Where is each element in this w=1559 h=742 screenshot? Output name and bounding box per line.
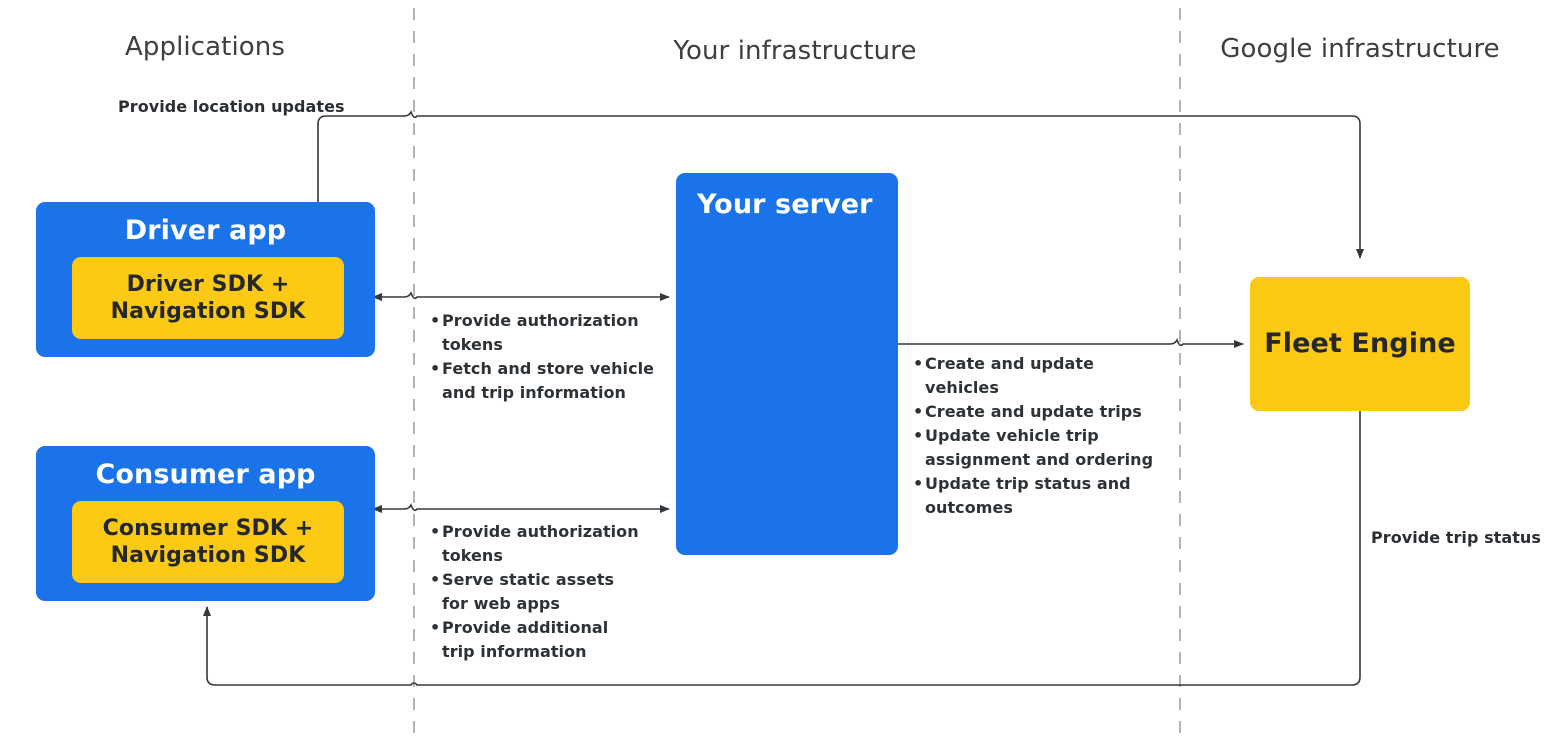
node-fleet-engine-title: Fleet Engine bbox=[1264, 327, 1456, 359]
consumer-sdk-line-1: Consumer SDK + bbox=[102, 515, 314, 541]
bullets-driver-server: Provide authorization tokens Fetch and s… bbox=[430, 309, 655, 405]
list-item: Create and update vehicles bbox=[913, 352, 1161, 400]
driver-sdk-line-2: Navigation SDK bbox=[110, 299, 306, 324]
list-item: Fetch and store vehicle and trip informa… bbox=[430, 357, 655, 405]
bullets-consumer-server: Provide authorization tokens Serve stati… bbox=[430, 520, 645, 664]
list-item: Update trip status and outcomes bbox=[913, 472, 1161, 520]
driver-sdk-line-1: Driver SDK + bbox=[126, 271, 290, 297]
node-consumer-app[interactable]: Consumer app Consumer SDK + Navigation S… bbox=[36, 446, 375, 601]
edge-server-fleet-engine bbox=[898, 338, 1244, 348]
list-item: Update vehicle trip assignment and order… bbox=[913, 424, 1161, 472]
node-your-server[interactable]: Your server bbox=[676, 173, 898, 555]
column-header-your-infrastructure: Your infrastructure bbox=[673, 36, 917, 66]
swimlane-dividers bbox=[413, 8, 1181, 734]
bullets-server-fleet-engine: Create and update vehicles Create and up… bbox=[913, 352, 1161, 520]
edge-driver-server bbox=[372, 291, 670, 301]
edge-consumer-server bbox=[372, 503, 670, 513]
list-item: Serve static assets for web apps bbox=[430, 568, 645, 616]
list-item: Provide authorization tokens bbox=[430, 520, 645, 568]
label-provide-location-updates: Provide location updates bbox=[118, 97, 345, 116]
node-driver-sdk-chip[interactable]: Driver SDK + Navigation SDK bbox=[72, 257, 344, 339]
node-your-server-title: Your server bbox=[697, 189, 873, 220]
consumer-sdk-line-2: Navigation SDK bbox=[110, 543, 306, 568]
list-item: Create and update trips bbox=[913, 400, 1161, 424]
list-item: Provide additional trip information bbox=[430, 616, 645, 664]
node-consumer-sdk-chip[interactable]: Consumer SDK + Navigation SDK bbox=[72, 501, 344, 583]
label-provide-trip-status: Provide trip status bbox=[1371, 528, 1541, 547]
list-item: Provide authorization tokens bbox=[430, 309, 655, 357]
node-fleet-engine[interactable]: Fleet Engine bbox=[1250, 277, 1470, 411]
node-consumer-app-title: Consumer app bbox=[95, 459, 316, 490]
node-driver-app[interactable]: Driver app Driver SDK + Navigation SDK bbox=[36, 202, 375, 357]
column-header-applications: Applications bbox=[124, 32, 286, 62]
edge-provide-location-updates bbox=[317, 110, 1364, 264]
edge-provide-trip-status bbox=[203, 411, 1361, 686]
node-driver-app-title: Driver app bbox=[124, 215, 287, 246]
column-header-google-infrastructure: Google infrastructure bbox=[1220, 34, 1500, 64]
